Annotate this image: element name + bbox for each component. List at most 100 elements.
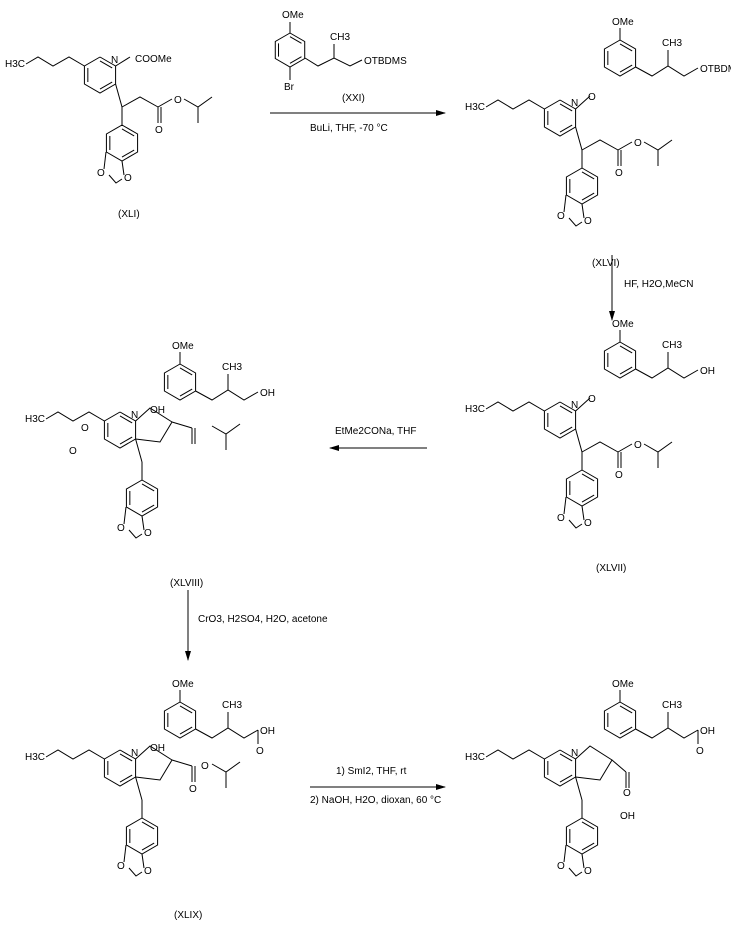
bond xyxy=(635,367,699,379)
ester-oxygen-label: O xyxy=(174,95,182,106)
bond xyxy=(157,98,173,108)
nitrogen-label: N xyxy=(571,748,578,759)
bond xyxy=(121,96,159,108)
hydroxyl-label: OH xyxy=(260,388,275,399)
dioxole-oxygen-label: O xyxy=(557,211,565,222)
dioxole-oxygen-label: O xyxy=(584,518,592,529)
dioxole-oxygen-label: O xyxy=(144,528,152,539)
methyl-label: H3C xyxy=(5,59,25,70)
bond xyxy=(568,217,583,227)
methyl-label: CH3 xyxy=(222,362,242,373)
bond xyxy=(603,701,637,739)
bond xyxy=(575,776,583,801)
hydroxyl-label: OH xyxy=(700,366,715,377)
bond xyxy=(559,124,573,133)
compound-label-xlviii: (XLVIII) xyxy=(170,578,203,589)
hydroxyl-label: OH xyxy=(150,405,165,416)
bond xyxy=(565,817,599,855)
dioxole-oxygen-label: O xyxy=(557,513,565,524)
dioxole-oxygen-label: O xyxy=(557,861,565,872)
compound-label-xli: (XLI) xyxy=(118,209,140,220)
bond xyxy=(581,171,595,180)
methyl-label: CH3 xyxy=(330,32,350,43)
bond xyxy=(563,844,567,863)
bond xyxy=(635,65,699,77)
bond xyxy=(183,96,213,108)
bond xyxy=(125,817,159,855)
methoxy-label: OMe xyxy=(612,319,634,330)
bond xyxy=(45,411,105,422)
bond xyxy=(115,83,123,108)
bond xyxy=(575,745,613,781)
bond xyxy=(141,504,155,513)
step1-reagents: BuLi, THF, -70 °C xyxy=(310,123,388,134)
methoxy-label: OMe xyxy=(282,10,304,21)
bond xyxy=(119,415,133,424)
bond xyxy=(581,505,585,521)
dioxole-oxygen-label: O xyxy=(124,173,132,184)
nitrogen-label: N xyxy=(131,410,138,421)
hydroxyl-label: OH xyxy=(620,811,635,822)
bond xyxy=(559,405,573,414)
bond xyxy=(304,57,363,67)
bond xyxy=(171,421,193,429)
bond xyxy=(575,95,591,110)
methyl-label: CH3 xyxy=(662,38,682,49)
bond xyxy=(559,426,573,435)
nitrogen-label: N xyxy=(131,748,138,759)
bond xyxy=(99,81,113,90)
nitrogen-label: N xyxy=(571,400,578,411)
bond xyxy=(619,345,633,354)
step3-reagents: EtMe2CONa, THF xyxy=(335,426,417,437)
bond xyxy=(121,128,135,137)
otbdms-label: OTBDMS xyxy=(364,56,407,67)
bond xyxy=(619,43,633,52)
methyl-label: H3C xyxy=(465,102,485,113)
bond xyxy=(581,842,595,851)
bond xyxy=(195,727,259,739)
bond xyxy=(563,496,567,515)
methoxy-label: OMe xyxy=(612,17,634,28)
bond xyxy=(179,388,193,397)
bond xyxy=(289,36,302,44)
acid-oxygen-label: O xyxy=(696,746,704,757)
bond xyxy=(179,705,193,714)
bond xyxy=(563,194,567,213)
dioxole-oxygen-label: O xyxy=(117,523,125,534)
bond xyxy=(617,443,633,453)
bond xyxy=(619,705,633,714)
bond xyxy=(617,141,633,151)
bond xyxy=(289,56,302,64)
dioxole-oxygen-label: O xyxy=(584,216,592,227)
bond xyxy=(99,60,113,69)
bond xyxy=(274,32,306,68)
bond-lines xyxy=(25,22,699,877)
dioxole-oxygen-label: O xyxy=(97,168,105,179)
bond xyxy=(195,389,259,401)
bond xyxy=(565,469,599,507)
bond xyxy=(619,366,633,375)
nitrogen-label: N xyxy=(111,55,118,66)
carboxylic-oh-label: OH xyxy=(700,726,715,737)
bond xyxy=(128,529,143,539)
bond xyxy=(119,774,133,783)
step5-reagents-line2: 2) NaOH, H2O, dioxan, 60 °C xyxy=(310,795,441,806)
bond xyxy=(568,519,583,529)
bond xyxy=(565,167,599,205)
bond xyxy=(141,853,145,869)
carbonyl-oxygen-label: O xyxy=(615,470,623,481)
step4-reagents: CrO3, H2SO4, H2O, acetone xyxy=(198,614,328,625)
carbonyl-oxygen-label: O xyxy=(189,784,197,795)
compound-label-xlvii: (XLVII) xyxy=(596,563,626,574)
bond xyxy=(119,436,133,445)
bond xyxy=(105,124,139,162)
bond xyxy=(559,774,573,783)
bond xyxy=(163,701,197,739)
bond xyxy=(581,494,595,503)
bond xyxy=(643,139,673,151)
bond xyxy=(45,749,105,760)
bond xyxy=(115,56,131,67)
bond xyxy=(171,759,193,767)
methyl-label: CH3 xyxy=(222,700,242,711)
